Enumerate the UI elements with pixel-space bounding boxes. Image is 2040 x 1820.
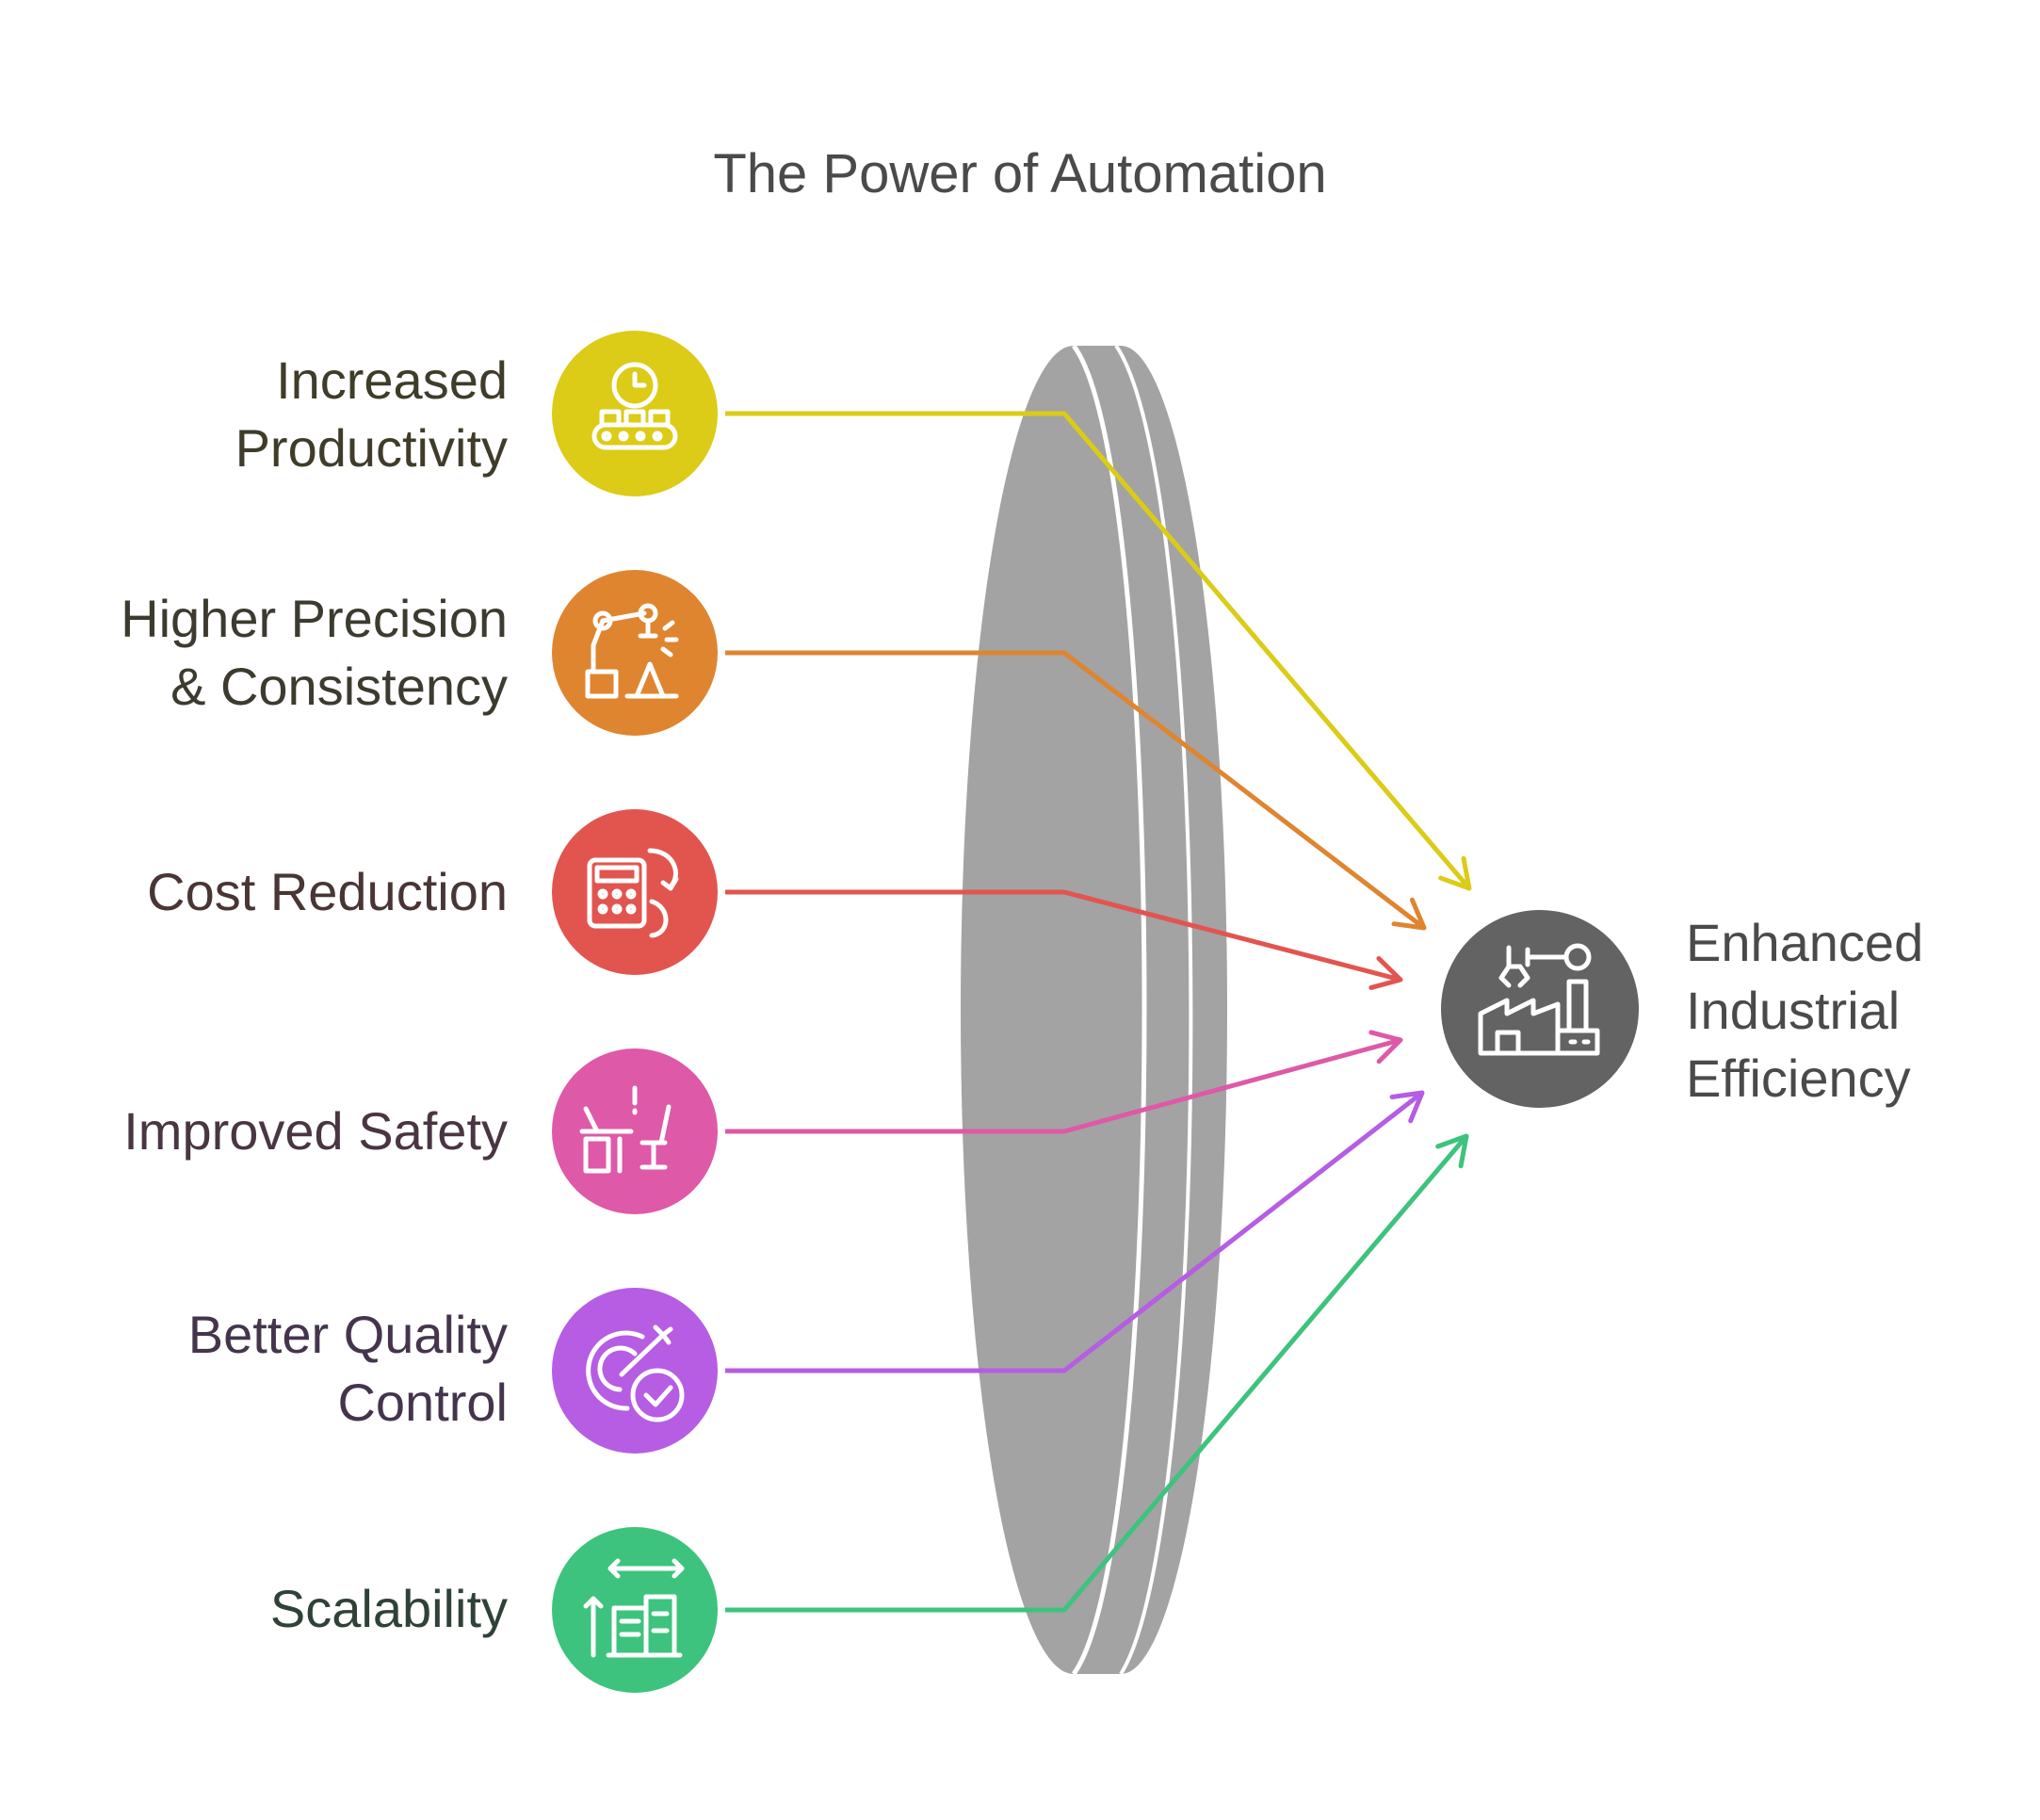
node-cost-reduction xyxy=(552,809,718,975)
factory-robot-icon xyxy=(1478,943,1600,1056)
connector-better-quality xyxy=(725,1091,1424,1373)
node-scalability xyxy=(552,1527,718,1693)
label-higher-precision: Higher Precision & Consistency xyxy=(0,585,508,721)
arrowhead-cost-reduction xyxy=(1368,955,1403,990)
conveyor-clock-icon xyxy=(591,362,678,450)
arrowhead-increased-productivity xyxy=(1438,855,1472,891)
robot-arm-icon xyxy=(585,603,679,699)
label-line: Improved Safety xyxy=(123,1101,508,1161)
label-cost-reduction: Cost Reduction xyxy=(0,858,508,926)
connector-improved-safety xyxy=(725,1037,1401,1134)
lens-front xyxy=(961,346,1187,1674)
arrowhead-improved-safety xyxy=(1368,1030,1403,1064)
node-higher-precision xyxy=(552,570,718,736)
arrowhead-scalability xyxy=(1435,1133,1469,1169)
label-line: Productivity xyxy=(235,418,508,478)
label-line: Efficiency xyxy=(1686,1048,1911,1108)
label-line: Control xyxy=(337,1373,508,1432)
label-line: Higher Precision xyxy=(121,589,508,648)
diagram-title: The Power of Automation xyxy=(713,143,1327,204)
label-line: Industrial xyxy=(1686,981,1901,1040)
buildings-expand-icon xyxy=(583,1558,685,1658)
label-line: Scalability xyxy=(269,1579,508,1638)
label-line: & Consistency xyxy=(170,657,508,716)
target-check-icon xyxy=(586,1324,685,1422)
label-increased-productivity: Increased Productivity xyxy=(0,347,508,482)
label-improved-safety: Improved Safety xyxy=(0,1097,508,1165)
label-line: Better Quality xyxy=(187,1305,508,1364)
node-improved-safety xyxy=(552,1048,718,1214)
workstation-alert-icon xyxy=(579,1085,672,1174)
label-line: Increased xyxy=(276,350,508,410)
connector-cost-reduction xyxy=(725,889,1401,983)
calculator-cycle-icon xyxy=(587,848,679,938)
node-better-quality xyxy=(552,1288,718,1454)
label-line: Enhanced xyxy=(1686,913,1924,972)
label-scalability: Scalability xyxy=(0,1575,508,1643)
label-better-quality: Better Quality Control xyxy=(0,1301,508,1437)
connector-increased-productivity xyxy=(725,411,1471,890)
connector-scalability xyxy=(725,1134,1468,1613)
node-enhanced-efficiency xyxy=(1441,910,1639,1108)
label-enhanced-efficiency: Enhanced Industrial Efficiency xyxy=(1686,909,2025,1113)
arrowhead-higher-precision xyxy=(1391,897,1427,931)
lens xyxy=(961,344,1227,1676)
connector-higher-precision xyxy=(725,650,1426,930)
node-increased-productivity xyxy=(552,331,718,496)
lens-divider-2 xyxy=(1114,344,1193,1676)
arrowhead-better-quality xyxy=(1389,1090,1425,1124)
label-line: Cost Reduction xyxy=(147,862,508,921)
connectors xyxy=(725,411,1472,1613)
